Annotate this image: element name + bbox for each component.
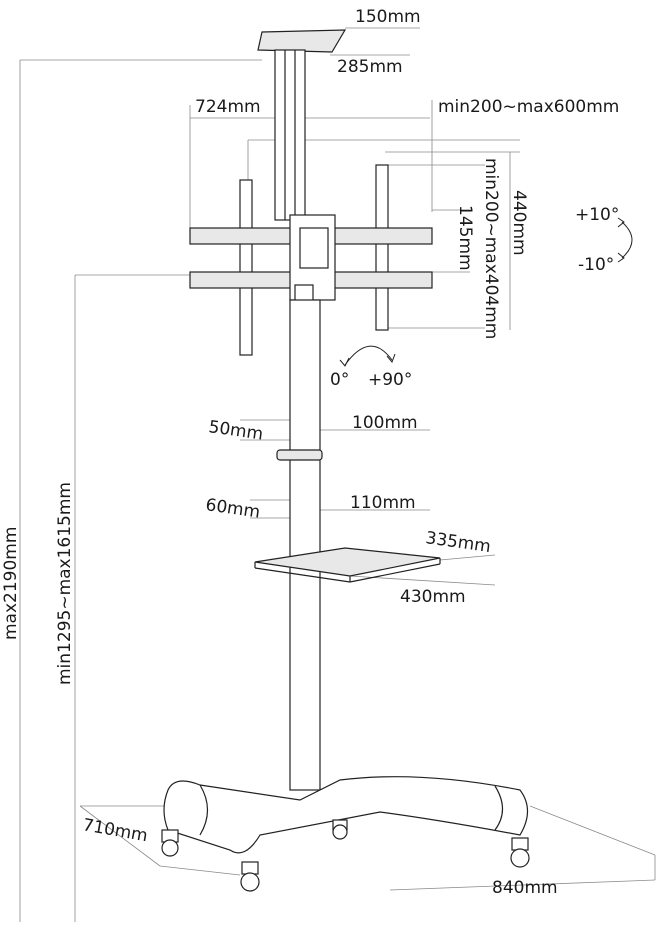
- label-vesa-vertical: min200~max404mm: [481, 158, 501, 339]
- label-base-depth: 710mm: [81, 815, 149, 846]
- caster: [161, 829, 179, 857]
- av-shelf: [254, 547, 441, 583]
- label-tilt-up: +10°: [575, 205, 619, 225]
- label-column-width-upper: 100mm: [352, 413, 418, 433]
- label-column-depth-upper: 50mm: [207, 417, 264, 444]
- main-column: [276, 299, 323, 791]
- caster: [332, 819, 348, 840]
- label-rotate-end: +90°: [368, 370, 412, 390]
- rotate-arrow-icon: [339, 345, 396, 367]
- label-bar-spacing: 145mm: [455, 205, 475, 271]
- label-top-plate-depth: 285mm: [337, 57, 403, 77]
- label-shelf-depth: 335mm: [424, 528, 492, 557]
- label-vesa-horizontal: min200~max600mm: [438, 97, 619, 117]
- label-base-width: 840mm: [492, 878, 558, 898]
- caster: [510, 837, 530, 868]
- label-center-height-range: min1295~max1615mm: [55, 482, 75, 685]
- label-bracket-width: 724mm: [195, 97, 261, 117]
- label-column-width-lower: 110mm: [350, 493, 416, 513]
- label-bracket-height: 440mm: [509, 190, 529, 256]
- label-max-height: max2190mm: [1, 527, 21, 640]
- vesa-bracket: [189, 164, 433, 356]
- label-column-depth-lower: 60mm: [204, 495, 261, 522]
- camera-shelf: [257, 29, 347, 221]
- dimension-lines: [19, 27, 656, 922]
- tilt-arrow-icon: [617, 217, 633, 263]
- label-top-plate-width: 150mm: [355, 7, 421, 27]
- label-rotate-start: 0°: [330, 370, 349, 390]
- caster: [240, 861, 260, 892]
- base: [161, 776, 530, 892]
- label-tilt-down: -10°: [578, 255, 614, 275]
- label-shelf-width: 430mm: [400, 587, 466, 607]
